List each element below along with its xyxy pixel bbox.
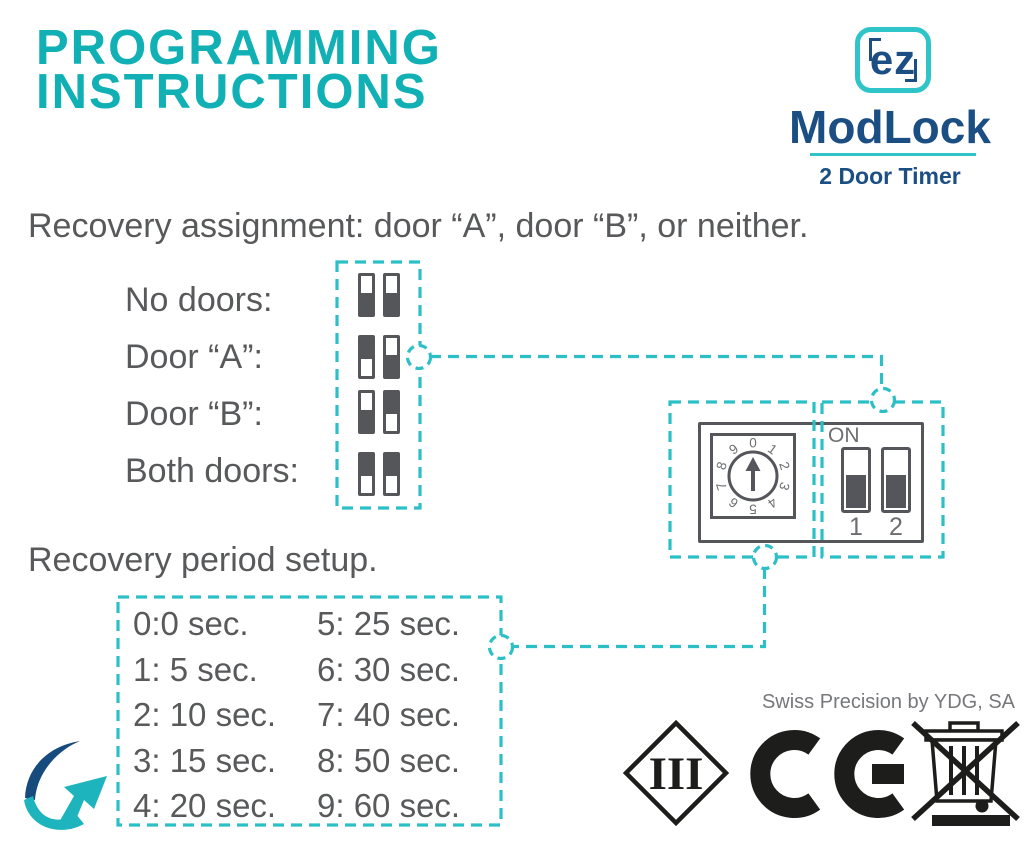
device-dip-switch-2 bbox=[881, 447, 911, 513]
period-row: 6: 30 sec. bbox=[317, 650, 461, 688]
period-row: 2: 10 sec. bbox=[133, 696, 277, 733]
dial-number-8: 8 bbox=[713, 460, 730, 472]
logo-bracket-top-left bbox=[869, 38, 881, 61]
dip-switch-icon bbox=[358, 273, 375, 317]
dip-on-label: ON bbox=[828, 424, 860, 447]
swiss-precision-tagline: Swiss Precision by YDG, SA bbox=[761, 691, 1015, 713]
period-row: 3: 15 sec. bbox=[133, 741, 277, 779]
ez-logo-text: ez bbox=[869, 36, 917, 83]
page-title: PROGRAMMING INSTRUCTIONS bbox=[36, 21, 442, 119]
connector-rotary-to-table bbox=[512, 568, 767, 649]
logo-bracket-bottom-right bbox=[905, 59, 917, 82]
callout-node-rotary bbox=[751, 543, 779, 571]
dip-switch-icon bbox=[383, 390, 400, 434]
dial-number-3: 3 bbox=[776, 480, 793, 492]
connector-switches-to-dip bbox=[430, 354, 884, 390]
dip-switch-icon bbox=[358, 390, 375, 434]
period-row: 0:0 sec. bbox=[133, 605, 249, 642]
dip-switch-icon bbox=[383, 452, 400, 496]
page-title-line2: INSTRUCTIONS bbox=[36, 65, 428, 119]
period-table-column-1: 0:0 sec. 1: 5 sec. 2: 10 sec. 3: 15 sec.… bbox=[133, 601, 276, 829]
option-label-both-doors: Both doors: bbox=[125, 452, 299, 490]
rotary-dial: 0 1 2 3 4 5 6 7 8 9 bbox=[710, 433, 796, 519]
recovery-assignment-heading: Recovery assignment: door “A”, door “B”,… bbox=[28, 207, 809, 245]
swoosh-arrow-icon bbox=[24, 741, 107, 830]
brand-name: ModLock bbox=[789, 101, 991, 153]
period-table-column-2: 5: 25 sec. 6: 30 sec. 7: 40 sec. 8: 50 s… bbox=[317, 601, 460, 829]
device-dip-switch-2-number: 2 bbox=[889, 513, 903, 541]
option-label-door-b: Door “B”: bbox=[125, 395, 263, 433]
dial-number-0: 0 bbox=[749, 436, 757, 451]
dial-number-7: 7 bbox=[713, 480, 730, 492]
class-iii-label: III bbox=[649, 748, 704, 800]
period-row: 7: 40 sec. bbox=[317, 696, 461, 733]
device-dip-switch-1-number: 1 bbox=[849, 513, 863, 541]
timer-device-diagram: 0 1 2 3 4 5 6 7 8 9 ON 1 2 bbox=[698, 422, 924, 543]
dip-switch-icon bbox=[383, 273, 400, 317]
period-row: 4: 20 sec. bbox=[133, 787, 277, 824]
dial-number-2: 2 bbox=[776, 460, 793, 472]
dip-switch-icon bbox=[358, 335, 375, 379]
device-dip-switch-1 bbox=[841, 447, 871, 513]
callout-node-period-table bbox=[487, 633, 515, 661]
dial-number-5: 5 bbox=[749, 502, 757, 517]
callout-node-switch-options bbox=[405, 343, 433, 371]
class-iii-icon: III bbox=[622, 719, 730, 827]
period-row: 1: 5 sec. bbox=[133, 650, 258, 688]
dip-switch-icon bbox=[383, 335, 400, 379]
ce-mark-icon bbox=[750, 730, 905, 818]
rotary-dial-face: 0 1 2 3 4 5 6 7 8 9 bbox=[713, 436, 793, 517]
callout-node-dip bbox=[869, 386, 897, 414]
option-label-no-doors: No doors: bbox=[125, 281, 273, 319]
period-row: 8: 50 sec. bbox=[317, 741, 461, 779]
dip-switch-icon bbox=[358, 452, 375, 496]
recovery-period-heading: Recovery period setup. bbox=[28, 541, 378, 579]
brand-tagline: 2 Door Timer bbox=[819, 163, 961, 189]
period-row: 5: 25 sec. bbox=[317, 605, 461, 642]
option-label-door-a: Door “A”: bbox=[125, 338, 263, 376]
page-title-line1: PROGRAMMING bbox=[36, 21, 442, 75]
dashed-box-switch-options bbox=[335, 260, 422, 510]
period-row: 9: 60 sec. bbox=[317, 787, 461, 824]
ez-logo: ez bbox=[855, 27, 931, 93]
weee-bin-icon bbox=[911, 720, 1020, 826]
brand-divider-line bbox=[810, 153, 976, 156]
